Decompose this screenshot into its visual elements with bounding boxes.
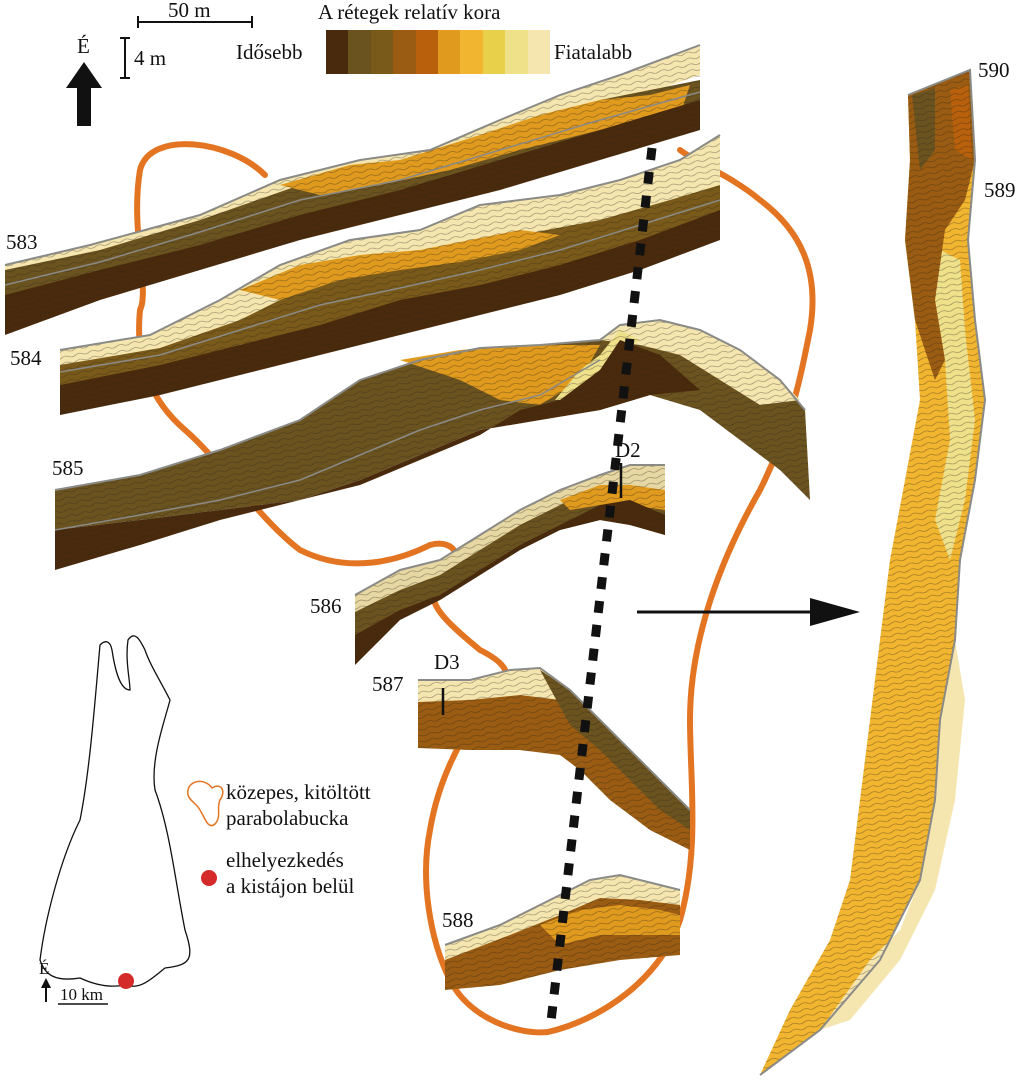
legend-swatch [527,30,551,74]
vertical-scale-label: 4 m [134,46,167,70]
profile-586 [354,463,665,665]
dune-outline [134,141,816,1036]
legend-swatch [505,30,528,74]
age-color-legend [326,30,551,74]
legend-swatch [438,30,461,74]
transect-line [545,147,657,1031]
horizontal-scale-label: 50 m [168,0,211,22]
profile-label-588: 588 [442,908,474,932]
location-legend-line1: elhelyezkedés [226,848,344,872]
legend-swatch [415,30,439,74]
profile-label-587: 587 [372,672,404,696]
profile-584 [59,134,721,415]
legend-older-label: Idősebb [236,40,303,64]
profile-583 [4,44,701,335]
location-dot-icon [118,973,134,989]
legend-title: A rétegek relatív kora [318,0,501,24]
arrow-right [637,598,860,626]
legend-younger-label: Fiatalabb [554,40,633,64]
location-legend-line2: a kistájon belül [226,874,355,898]
profile-label-586: 586 [310,594,342,618]
vertical-scale-bar [120,37,130,79]
legend-swatch [348,30,371,74]
location-legend-icon [201,870,217,886]
profile-label-590: 590 [978,58,1010,82]
profile-588 [444,873,681,990]
legend-swatch [393,30,416,74]
profile-label-583: 583 [6,230,38,254]
legend-swatch [482,30,506,74]
profile-label-589: 589 [984,178,1016,202]
profile-589-590 [759,68,987,1076]
drill-point-d3: D3 [434,650,460,674]
inset-north-label: É [39,959,50,978]
profile-label-585: 585 [52,456,84,480]
dune-legend-line1: közepes, kitöltött [226,780,371,804]
profile-label-584: 584 [10,346,42,370]
horizontal-scale-bar [137,16,253,28]
dune-legend-icon [187,780,224,827]
north-arrow-icon [66,62,102,126]
profile-587 [418,666,691,850]
legend-swatch [460,30,483,74]
legend-swatch [326,30,349,74]
legend-swatch [370,30,394,74]
drill-point-d2: D2 [615,438,641,462]
profile-585 [54,318,810,570]
inset-scale-label: 10 km [60,985,103,1004]
dune-legend-line2: parabolabucka [226,806,349,830]
north-label: É [77,34,90,58]
inset-map [39,635,191,1005]
